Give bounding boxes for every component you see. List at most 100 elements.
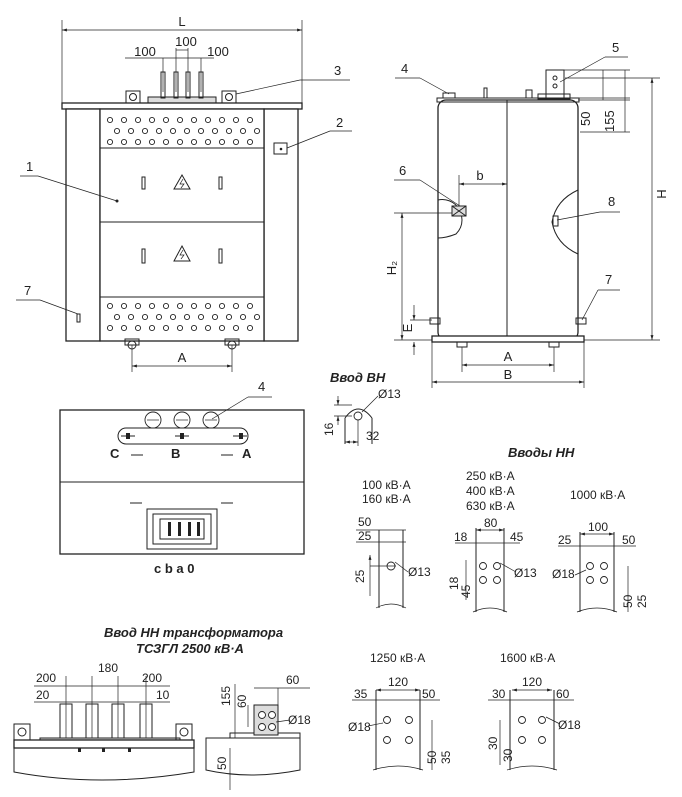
- lv-group-4: 1250 кВ·А 120 35 50 Ø18 50 35: [348, 651, 453, 771]
- vent-hole: [106, 324, 114, 332]
- dim-50-side: 50: [578, 112, 593, 126]
- vent-hole: [232, 116, 240, 124]
- vent-hole: [176, 116, 184, 124]
- vent-hole: [183, 127, 191, 135]
- vent-hole: [134, 138, 142, 146]
- hv-input-detail: Ввод ВН Ø13 16 32: [322, 370, 401, 446]
- g1-diam: Ø13: [408, 565, 431, 579]
- vent-hole: [239, 313, 247, 321]
- vent-hole: [148, 302, 156, 310]
- callout-3: 3: [334, 63, 341, 78]
- callout-8: 8: [608, 194, 615, 209]
- vent-hole: [246, 324, 254, 332]
- vent-hole: [176, 324, 184, 332]
- vent-hole: [106, 138, 114, 146]
- vent-hole: [225, 313, 233, 321]
- vent-hole: [155, 313, 163, 321]
- callout-6: 6: [399, 163, 406, 178]
- vent-hole: [134, 302, 142, 310]
- g1-dim-25-side: 25: [353, 569, 367, 583]
- g2-diam: Ø13: [514, 566, 537, 580]
- tszgl-dim-60-top: 60: [286, 673, 300, 687]
- g3-rating: 1000 кВ·А: [570, 488, 625, 502]
- g5-rating: 1600 кВ·А: [500, 651, 555, 665]
- side-base: [431, 335, 585, 343]
- hv-bushing-side: [442, 92, 456, 99]
- nameplate: [273, 142, 288, 155]
- vent-hole: [176, 138, 184, 146]
- lv-group-2: 250 кВ·А 400 кВ·А 630 кВ·А 80 18 45 18 4…: [447, 469, 537, 613]
- vent-hole: [113, 313, 121, 321]
- tszgl-dim-50: 50: [215, 756, 229, 770]
- vent-hole: [253, 313, 261, 321]
- vent-hole: [190, 324, 198, 332]
- g3-dim-50-side: 50: [621, 594, 635, 608]
- hv-bushing-left: [125, 90, 141, 104]
- vent-hole: [246, 302, 254, 310]
- vent-hole: [225, 127, 233, 135]
- vent-hole: [141, 313, 149, 321]
- vent-hole: [120, 116, 128, 124]
- dim-L-label: L: [178, 14, 185, 29]
- vent-hole: [120, 302, 128, 310]
- top-view: C B A 4 c b a 0: [59, 379, 305, 576]
- g4-dim-35: 35: [354, 687, 368, 701]
- g5-dim-30: 30: [492, 687, 506, 701]
- lv-inputs: Вводы НН 100 кВ·А 160 кВ·А 50 25 25 Ø13 …: [348, 445, 649, 771]
- side-view: 4 5 50 155 H 6 b 8: [384, 40, 669, 388]
- tszgl-dim-60-side: 60: [235, 694, 249, 708]
- lv-terminal-box-top: [146, 508, 218, 550]
- phase-C: C: [110, 446, 120, 461]
- g1-dim-25-top: 25: [358, 529, 372, 543]
- g4-dim-50-side: 50: [425, 750, 439, 764]
- vent-hole: [218, 324, 226, 332]
- tszgl-title-2: ТСЗГЛ 2500 кВ·А: [136, 641, 244, 656]
- vent-hole: [155, 127, 163, 135]
- lv-inputs-title: Вводы НН: [508, 445, 575, 460]
- vent-hole: [183, 313, 191, 321]
- grounding-terminal: [76, 313, 81, 323]
- vent-hole: [113, 127, 121, 135]
- vent-hole: [204, 116, 212, 124]
- g4-dim-120: 120: [388, 675, 408, 689]
- dim-100-right: 100: [207, 44, 229, 59]
- vent-hole: [232, 302, 240, 310]
- g5-diam: Ø18: [558, 718, 581, 732]
- dim-B-side: B: [504, 367, 513, 382]
- dim-H2: H₂: [384, 261, 399, 275]
- right-post: [263, 108, 299, 342]
- vent-hole: [204, 302, 212, 310]
- tszgl-dim-10: 10: [156, 688, 170, 702]
- vent-hole: [162, 116, 170, 124]
- g5-dim-120: 120: [522, 675, 542, 689]
- g1-dim-50: 50: [358, 515, 372, 529]
- hv-diam: Ø13: [378, 387, 401, 401]
- callout-5: 5: [612, 40, 619, 55]
- vent-hole: [120, 138, 128, 146]
- g3-dim-25-side: 25: [635, 594, 649, 608]
- vent-hole: [232, 324, 240, 332]
- vent-hole: [162, 302, 170, 310]
- g2-dim-18-top: 18: [454, 530, 468, 544]
- lv-group-1: 100 кВ·А 160 кВ·А 50 25 25 Ø13: [353, 478, 431, 609]
- tszgl-diam: Ø18: [288, 713, 311, 727]
- g1-rating-1: 100 кВ·А: [362, 478, 411, 492]
- hv-terminal-box: [437, 199, 463, 239]
- lv-group-3: 1000 кВ·А 100 25 50 Ø18 50 25: [552, 488, 649, 613]
- vent-hole: [134, 116, 142, 124]
- tszgl-dim-180: 180: [98, 661, 118, 675]
- left-post: [65, 108, 101, 342]
- vent-hole: [197, 313, 205, 321]
- callout-1: 1: [26, 159, 33, 174]
- g4-dim-35-side: 35: [439, 750, 453, 764]
- g5-dim-30-side: 30: [486, 736, 500, 750]
- g3-diam: Ø18: [552, 567, 575, 581]
- g4-dim-50-top: 50: [422, 687, 436, 701]
- vent-hole: [190, 302, 198, 310]
- warning-icon: [173, 173, 191, 190]
- g4-rating: 1250 кВ·А: [370, 651, 425, 665]
- vent-hole: [106, 116, 114, 124]
- vent-hole: [246, 116, 254, 124]
- vent-hole: [204, 138, 212, 146]
